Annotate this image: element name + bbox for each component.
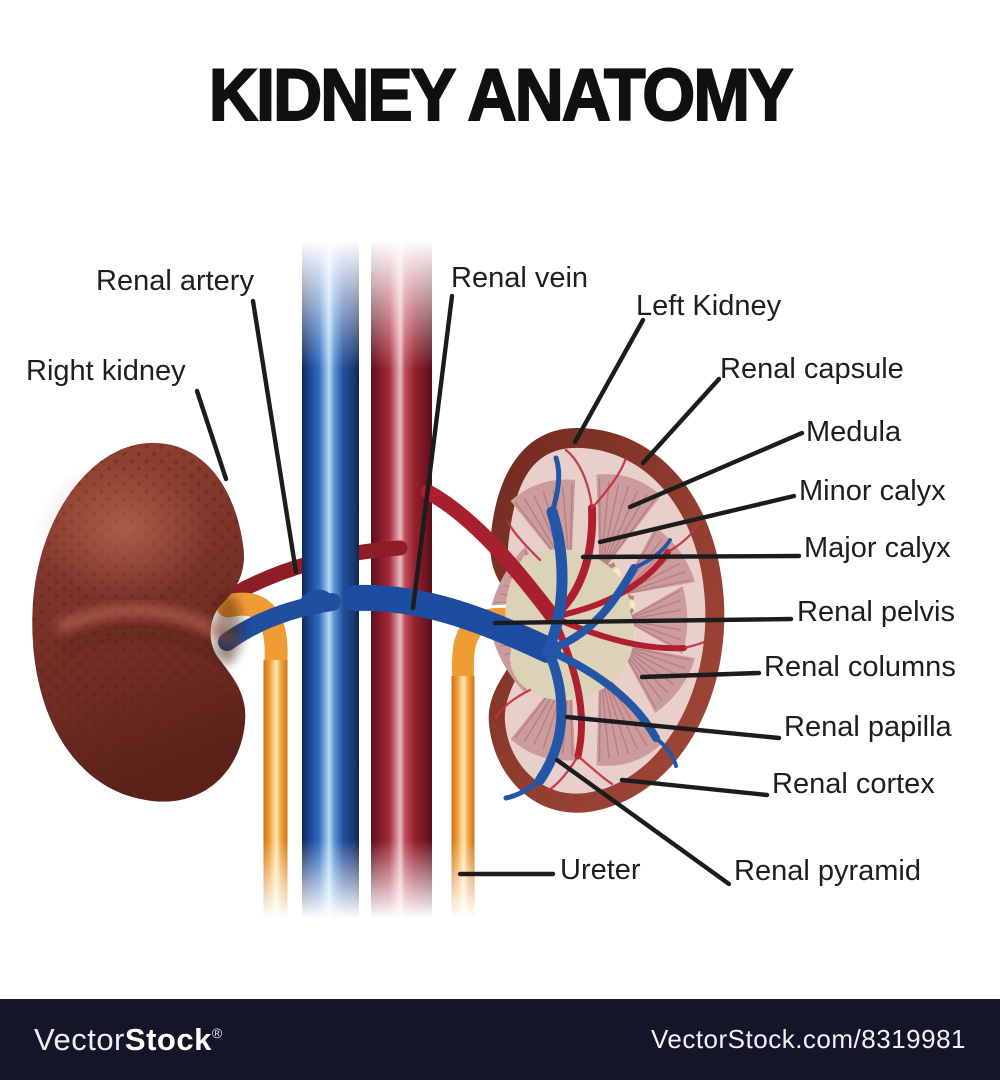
right-hilum-shadow xyxy=(214,594,242,662)
label-right-kidney: Right kidney xyxy=(26,355,186,387)
right-kidney-shape xyxy=(32,442,246,802)
fine-arteries xyxy=(494,448,706,794)
watermark-url: VectorStock.com/8319981 xyxy=(650,1024,966,1054)
great-vessels xyxy=(216,240,539,932)
label-renal-papilla: Renal papilla xyxy=(784,711,952,743)
pointer-line-renal-pyramid xyxy=(554,757,732,887)
label-renal-artery: Renal artery xyxy=(96,265,254,297)
pointer-line-renal-artery xyxy=(250,298,299,575)
pointer-line-renal-papilla xyxy=(564,714,782,741)
label-renal-vein: Renal vein xyxy=(451,262,589,294)
pointer-line-renal-capsule xyxy=(640,376,722,466)
pointer-line-renal-columns xyxy=(639,670,762,680)
label-medula: Medula xyxy=(806,416,902,448)
label-renal-cortex: Renal cortex xyxy=(772,768,935,800)
pointer-line-medula xyxy=(627,430,805,510)
label-ureter: Ureter xyxy=(560,854,641,886)
vectorstock-logo: VectorStock® xyxy=(34,1022,223,1058)
registered-mark: ® xyxy=(211,1025,223,1042)
label-renal-pelvis: Renal pelvis xyxy=(797,596,955,628)
label-renal-pyramid: Renal pyramid xyxy=(734,855,921,887)
label-left-kidney: Left Kidney xyxy=(636,290,782,322)
pointer-line-renal-cortex xyxy=(619,777,770,798)
pointer-lines xyxy=(194,293,805,887)
pointer-line-renal-pelvis xyxy=(492,616,794,626)
label-minor-calyx: Minor calyx xyxy=(799,475,946,507)
page-title-text: KIDNEY ANATOMY xyxy=(208,54,794,137)
label-major-calyx: Major calyx xyxy=(804,532,951,564)
page-title: KIDNEY ANATOMY xyxy=(0,54,1000,137)
vectorstock-logo-light: Vector xyxy=(34,1021,125,1057)
label-renal-columns: Renal columns xyxy=(764,651,956,683)
pointer-line-minor-calyx xyxy=(597,493,797,545)
watermark-bar: VectorStock® VectorStock.com/8319981 xyxy=(0,999,1000,1080)
left-renal-vein xyxy=(343,584,561,663)
pointer-line-right-kidney xyxy=(194,388,229,482)
pointer-line-left-kidney xyxy=(572,317,646,445)
label-renal-capsule: Renal capsule xyxy=(720,353,904,385)
left-kidney-section xyxy=(343,427,725,813)
left-renal-artery xyxy=(420,484,561,625)
vessel-bottom-fade xyxy=(248,840,486,932)
pointer-line-renal-vein xyxy=(410,293,455,611)
vectorstock-logo-bold: Stock xyxy=(124,1021,212,1057)
pointer-line-major-calyx xyxy=(580,553,802,560)
